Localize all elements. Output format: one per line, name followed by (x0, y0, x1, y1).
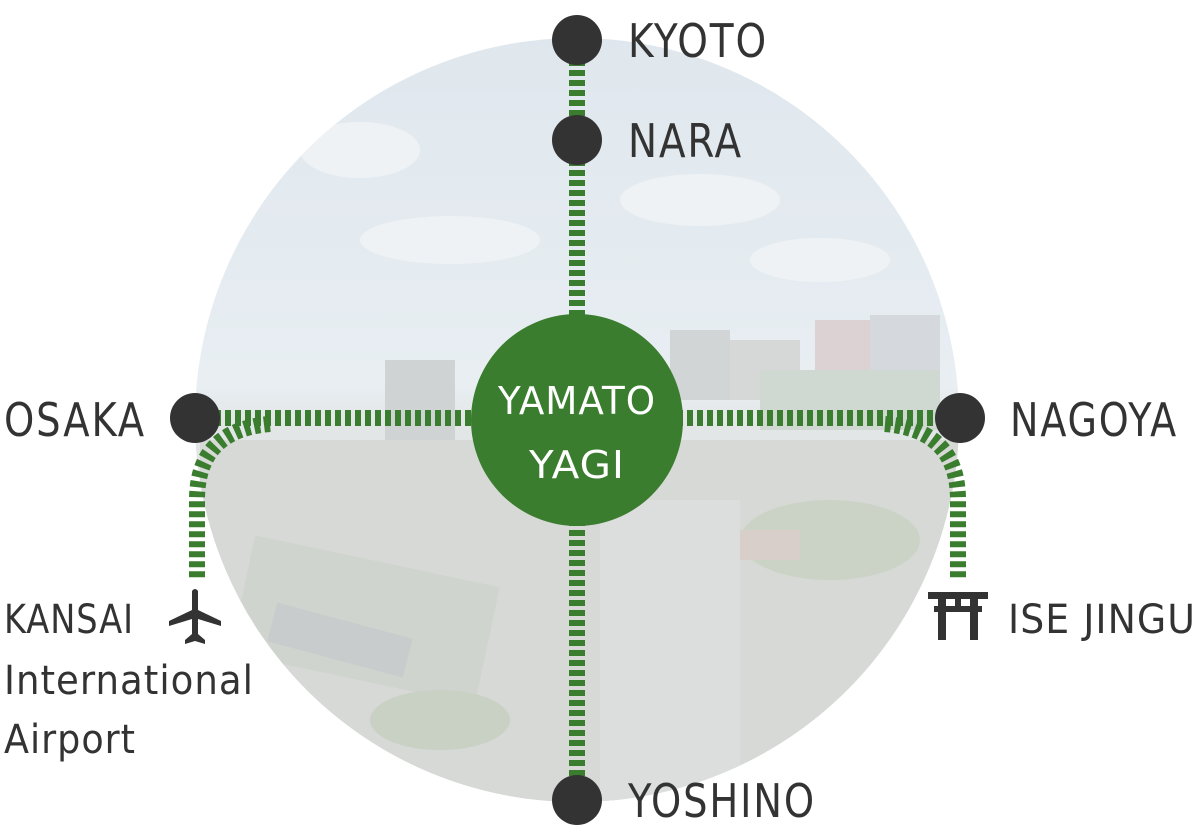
rail-ise-branch (884, 416, 966, 578)
node-kyoto[interactable] (552, 15, 602, 65)
station-label-kansai-line1: KANSAI (4, 597, 134, 643)
station-label-kansai-line3: Airport (4, 717, 136, 763)
hub-label-line2: YAGI (528, 443, 625, 487)
airplane-icon (169, 589, 221, 644)
station-label-nara: NARA (628, 114, 743, 168)
station-label-nagoya: NAGOYA (1010, 393, 1178, 447)
hub-label-line1: YAMATO (497, 379, 656, 423)
station-label-yoshino: YOSHINO (627, 774, 816, 828)
torii-gate-icon (928, 592, 988, 640)
node-osaka[interactable] (170, 393, 220, 443)
station-label-ise: ISE JINGU (1008, 597, 1196, 643)
node-nara[interactable] (552, 115, 602, 165)
station-label-kansai-line2: International (4, 658, 254, 704)
node-yoshino[interactable] (552, 775, 602, 825)
hub-station[interactable]: YAMATO YAGI (471, 314, 683, 526)
node-nagoya[interactable] (935, 393, 985, 443)
station-label-kyoto: KYOTO (628, 14, 768, 68)
station-label-osaka: OSAKA (4, 393, 146, 447)
rail-kansai-branch (189, 416, 271, 578)
station-nodes (170, 15, 985, 825)
